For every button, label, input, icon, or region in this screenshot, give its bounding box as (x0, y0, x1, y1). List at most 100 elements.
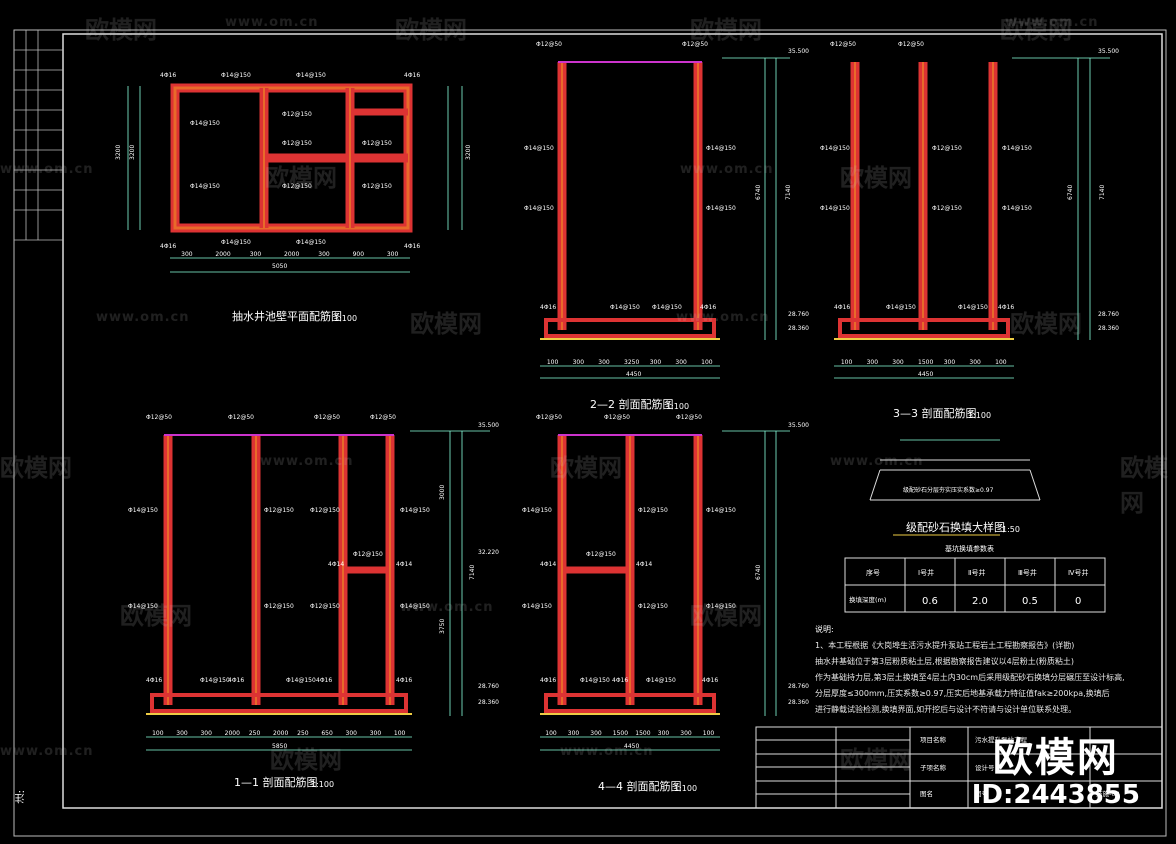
sec22-title: 2—2 剖面配筋图 (590, 397, 674, 411)
s11-dim-seg-4: 250 (249, 730, 261, 737)
s33-elev-b1: 28.760 (1098, 311, 1119, 318)
inner-frame (62, 33, 1163, 809)
s44-rebar-m2: Φ12@150 (638, 603, 668, 610)
s11-dim-seg-3: 2000 (225, 730, 240, 737)
s11-dim-seg-0: 100 (152, 730, 164, 737)
s44-top-rebar-3: Φ12@50 (676, 414, 702, 421)
s11-top-rebar-3: Φ12@50 (314, 414, 340, 421)
logo-brand-text: 欧模网 (992, 735, 1119, 781)
s22-elev-top: 35.500 (788, 48, 809, 55)
plan-height-dim-r: 3200 (465, 145, 472, 160)
s22-dim-seg-6: 100 (701, 359, 713, 366)
s33-rebar-l2: Φ14@150 (820, 205, 850, 212)
tb-value-2: 设计号 (975, 763, 995, 772)
s33-rebar-l1: Φ14@150 (820, 145, 850, 152)
notes-line-4: 分层厚度≤300mm,压实系数≥0.97,压实后地基承载力特征值fak≥200k… (815, 689, 1110, 698)
s33-dim-seg-1: 300 (867, 359, 879, 366)
table-value-4: 0 (1075, 596, 1081, 607)
s11-top-rebar-4: Φ12@50 (370, 414, 396, 421)
s22-top-rebar-r: Φ12@50 (682, 41, 708, 48)
title-block (755, 726, 1163, 809)
s11-h1: 3000 (439, 485, 446, 500)
brand-logo: 欧模网 ID:2443855 (972, 736, 1140, 810)
table-value-3: 0.5 (1022, 596, 1038, 607)
s44-dim-seg-3: 1500 (613, 730, 628, 737)
s44-dim-seg-4: 1500 (635, 730, 650, 737)
tb-label-3: 图名 (920, 789, 933, 798)
s22-height-2: 7140 (785, 185, 792, 200)
plan-corner-br: 4Φ16 (404, 243, 420, 250)
s44-elev-b2: 28.360 (788, 699, 809, 706)
s33-elev-b2: 28.360 (1098, 325, 1119, 332)
fill-depth-table: 基坑换填参数表 序号 Ⅰ号井 Ⅱ号井 Ⅲ号井 Ⅳ号井 换填深度(m) 0.6 2… (844, 544, 1106, 613)
s44-height: 6740 (755, 565, 762, 580)
sec11-title: 1—1 剖面配筋图 (234, 775, 318, 789)
s11-dim-seg-5: 2000 (273, 730, 288, 737)
detail-scale: 1:50 (1002, 525, 1020, 534)
s33-dim-seg-2: 300 (892, 359, 904, 366)
s44-dim-seg-6: 300 (680, 730, 692, 737)
s22-top-rebar-l: Φ12@50 (536, 41, 562, 48)
s22-dim-seg-3: 3250 (624, 359, 639, 366)
tb-value-3: 图号 (975, 790, 989, 798)
s11-base-rebar-1: Φ14@150 (200, 677, 230, 684)
logo-id-text: ID:2443855 (971, 780, 1140, 810)
plan-dim-seg-2: 300 (250, 251, 262, 258)
s33-dim-seg-4: 300 (944, 359, 956, 366)
s33-dim-seg-3: 1500 (918, 359, 933, 366)
s11-rebar-l1: Φ14@150 (128, 507, 158, 514)
s44-elev-b1: 28.760 (788, 683, 809, 690)
s11-elev-mid: 32.220 (478, 549, 499, 556)
plan-rebar-mid-4: Φ12@150 (362, 183, 392, 190)
s44-dim-seg-5: 300 (658, 730, 670, 737)
revision-strip (14, 30, 63, 241)
s11-dim-seg-6: 250 (297, 730, 309, 737)
s33-dim-seg-0: 100 (841, 359, 853, 366)
s22-elev-b1: 28.760 (788, 311, 809, 318)
sec11-scale: 1:100 (311, 780, 334, 789)
s11-elev-b1: 28.760 (478, 683, 499, 690)
gravel-detail: 级配砂石分层夯实压实系数≥0.97 (869, 439, 1041, 501)
s33-corner-r: 4Φ16 (998, 304, 1014, 311)
table-header-4: Ⅳ号井 (1068, 568, 1088, 577)
s33-corner-l: 4Φ16 (834, 304, 850, 311)
s44-dim-seg-0: 100 (545, 730, 557, 737)
section-1-1: Φ12@50 Φ12@50 Φ12@50 Φ12@50 35.500 32.22… (128, 414, 499, 751)
plan-rebar-left-1: Φ14@150 (190, 120, 220, 127)
s22-corner-r: 4Φ16 (700, 304, 716, 311)
plan-rebar-mid-3: Φ12@150 (282, 183, 312, 190)
s22-elev-b2: 28.360 (788, 325, 809, 332)
plan-rebar-left-2: Φ14@150 (190, 183, 220, 190)
s44-base-rebar-2: Φ14@150 (646, 677, 676, 684)
s11-corner-m2: 4Φ14 (396, 561, 412, 568)
s44-corner-m: 4Φ16 (612, 677, 628, 684)
s44-corner-r: 4Φ16 (702, 677, 718, 684)
s11-rebar-l2: Φ14@150 (128, 603, 158, 610)
detail-title: 级配砂石换填大样图 (906, 520, 1005, 534)
section-2-2: Φ12@50 Φ12@50 35.500 28.760 28.360 Φ14@1… (524, 41, 809, 379)
s11-rebar-m2: Φ12@150 (264, 603, 294, 610)
s44-rebar-m3: Φ12@150 (586, 551, 616, 558)
notes-line-5: 进行静载试验检测,换填界面,如开挖后与设计不符请与设计单位联系处理。 (815, 705, 1077, 714)
plan-rebar-mid-5: Φ12@150 (362, 140, 392, 147)
plan-total-dim: 5050 (272, 263, 287, 270)
section-4-4: Φ12@50 Φ12@50 Φ12@50 35.500 28.760 28.36… (522, 414, 809, 751)
s33-dim-seg-6: 100 (995, 359, 1007, 366)
plan-title: 抽水井池壁平面配筋图 (232, 309, 342, 323)
tb-value-1: 污水提升泵站工程 (975, 735, 1028, 744)
s11-rebar-m4: Φ12@150 (310, 603, 340, 610)
s22-corner-l: 4Φ16 (540, 304, 556, 311)
s11-corner-r: 4Φ16 (396, 677, 412, 684)
s11-h2: 3750 (439, 619, 446, 634)
section-3-3: Φ12@50 Φ12@50 35.500 28.760 28.360 Φ14@1… (820, 41, 1119, 379)
notes-heading: 说明: (815, 625, 834, 634)
plan-dim-seg-6: 300 (387, 251, 399, 258)
notes-line-2: 抽水井基础位于第3层粉质粘土层,根据勘察报告建议以4层粉土(粉质粘土) (815, 657, 1074, 666)
s33-width: 4450 (918, 371, 933, 378)
outer-frame (13, 29, 1167, 837)
plan-rebar-top-2: Φ14@150 (296, 72, 326, 79)
s11-dim-seg-2: 300 (200, 730, 212, 737)
s44-dim-seg-2: 300 (590, 730, 602, 737)
s22-dim-seg-0: 100 (547, 359, 559, 366)
table-row-label: 换填深度(m) (849, 595, 886, 604)
